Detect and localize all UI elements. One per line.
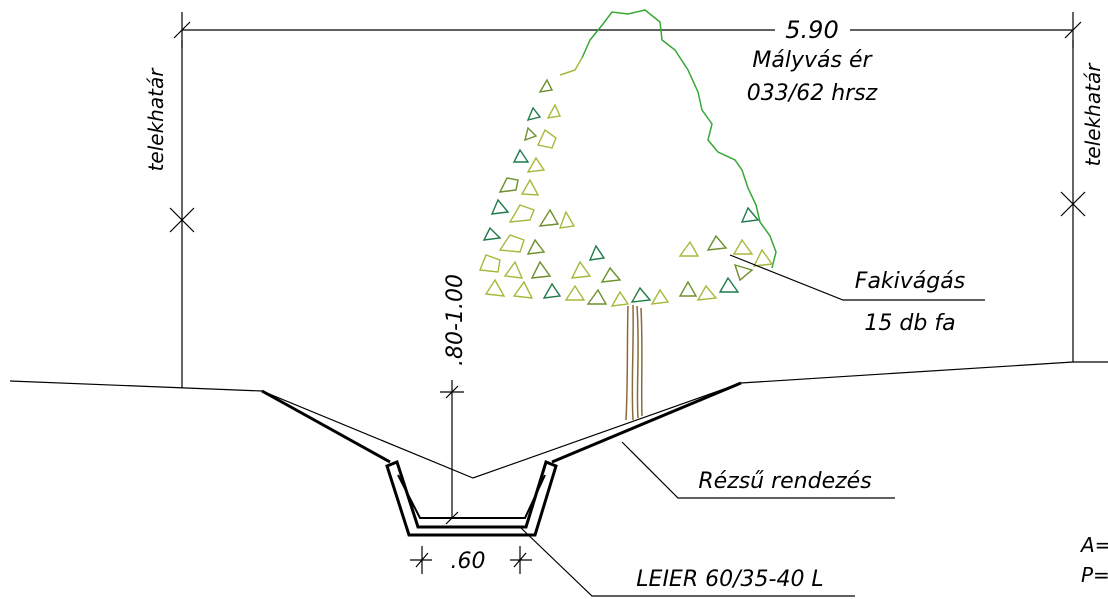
depth-dimension-label: .80-1.00 bbox=[443, 274, 468, 366]
tree-trunk bbox=[625, 304, 643, 421]
tree-crown-outline bbox=[581, 9, 777, 269]
bottom-width-dimension bbox=[410, 546, 532, 574]
tree-cut-leader bbox=[729, 254, 985, 301]
existing-terrain-line bbox=[9, 361, 1108, 479]
regraded-slope-right bbox=[551, 381, 742, 464]
perimeter-label-partial: P= bbox=[1081, 563, 1108, 587]
left-boundary-label: telekhatár bbox=[144, 67, 168, 172]
left-boundary-post bbox=[169, 40, 195, 388]
tree-symbol bbox=[479, 9, 777, 421]
tree-foliage bbox=[479, 78, 774, 307]
right-boundary-label: telekhatár bbox=[1081, 62, 1105, 167]
tree-cut-label-line1: Fakivágás bbox=[855, 269, 965, 294]
regraded-slope-line bbox=[261, 389, 391, 464]
slope-label: Rézsű rendezés bbox=[698, 469, 871, 494]
depth-dimension bbox=[440, 380, 464, 525]
parcel-label: 033/62 hrsz bbox=[747, 81, 878, 106]
area-label-partial: A= bbox=[1079, 533, 1108, 557]
top-dimension bbox=[173, 12, 1082, 48]
tree-cut-label-line2: 15 db fa bbox=[864, 311, 955, 336]
slope-leader bbox=[621, 441, 895, 499]
bottom-width-label: .60 bbox=[451, 549, 486, 574]
channel-leader bbox=[519, 526, 855, 597]
channel-element-label: LEIER 60/35-40 L bbox=[636, 567, 823, 592]
width-dimension-label: 5.90 bbox=[785, 16, 838, 44]
right-boundary-post bbox=[1060, 40, 1086, 362]
channel-element bbox=[385, 460, 558, 537]
channel-name-label: Mályvás ér bbox=[752, 48, 873, 73]
